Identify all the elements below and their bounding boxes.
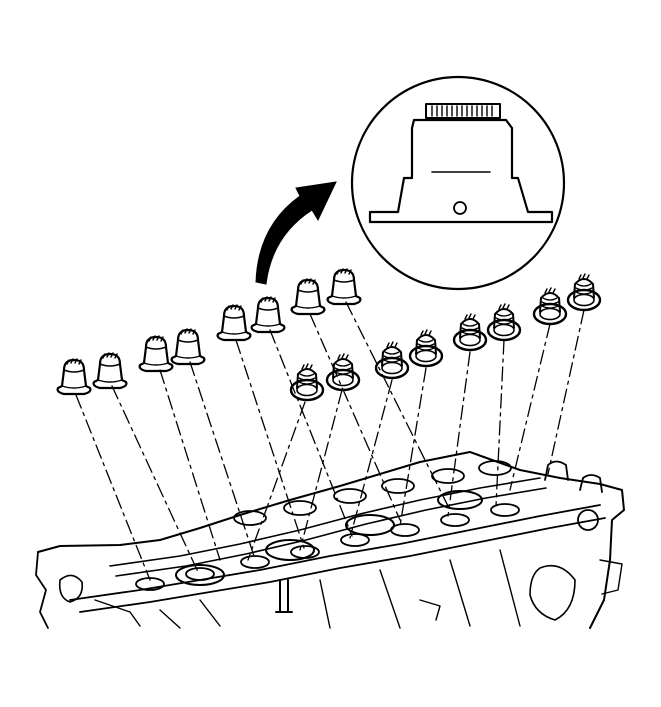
curved-callout-arrow xyxy=(255,181,337,285)
valve-stem-seals xyxy=(56,267,602,402)
valve-stem-seal-7 xyxy=(290,277,326,316)
valve-stem-seal-8 xyxy=(326,267,362,306)
valve-stem-seal-13 xyxy=(452,312,488,352)
valve-stem-seal-10 xyxy=(325,352,361,392)
valve-stem-seal-4 xyxy=(170,327,206,366)
valve-stem-seal-5 xyxy=(216,303,252,342)
valve-stem-seal-9 xyxy=(289,362,325,402)
placement-guide-lines xyxy=(75,301,585,581)
valve-stem-seal-12 xyxy=(408,328,444,368)
valve-stem-seal-1 xyxy=(56,357,92,396)
valve-stem-seal-15 xyxy=(532,286,568,326)
valve-stem-seal-3 xyxy=(138,334,174,373)
valve-stem-seal-11 xyxy=(374,340,410,380)
valve-stem-seal-6 xyxy=(250,295,286,334)
valve-stem-seal-2 xyxy=(92,351,128,390)
valve-stem-seal-detail xyxy=(350,75,566,291)
valve-stem-seal-16 xyxy=(566,272,602,312)
valve-stem-seal-14 xyxy=(486,302,522,342)
cylinder-head xyxy=(35,451,625,629)
